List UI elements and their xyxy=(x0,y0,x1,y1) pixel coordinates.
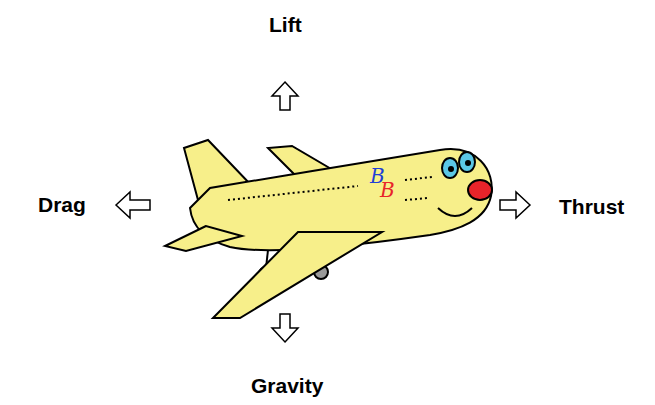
nose xyxy=(468,180,492,200)
windows xyxy=(228,186,358,200)
force-label: Gravity xyxy=(251,375,323,396)
lift-arrow xyxy=(272,82,298,110)
thrust-arrow xyxy=(500,192,530,218)
force-label: Thrust xyxy=(559,196,624,217)
force-label: Lift xyxy=(269,14,302,35)
drag-arrow xyxy=(116,192,150,218)
force-label: Drag xyxy=(38,194,86,215)
near-wing xyxy=(213,232,382,318)
windows xyxy=(405,198,428,200)
smile xyxy=(438,208,472,216)
eye xyxy=(442,158,458,178)
gravity-arrow xyxy=(272,314,298,342)
stabilizer xyxy=(165,226,242,251)
logo-letter: B xyxy=(380,180,395,200)
eye xyxy=(459,152,475,172)
windows xyxy=(405,177,432,180)
